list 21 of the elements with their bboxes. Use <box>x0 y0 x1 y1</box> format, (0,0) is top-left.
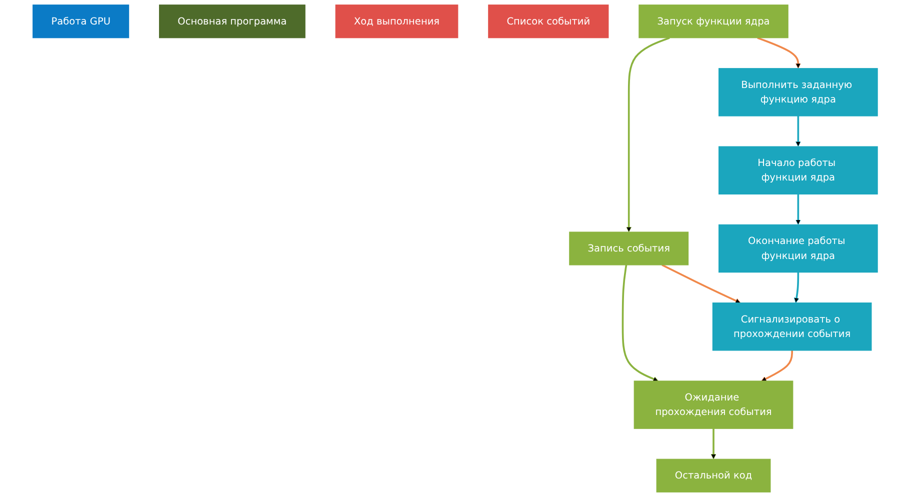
node-box: Список событий <box>488 4 610 38</box>
arrow <box>757 37 802 69</box>
arrow <box>662 264 741 304</box>
arrow <box>711 428 716 460</box>
node-box: Основная программа <box>159 4 306 38</box>
node-box: Сигнализировать о прохождении события <box>712 302 872 351</box>
node-box: Окончание работы функции ядра <box>718 224 878 273</box>
arrow <box>794 272 800 304</box>
arrow <box>796 116 802 147</box>
node-box: Запуск функции ядра <box>638 4 789 38</box>
node-box: Работа GPU <box>32 4 130 38</box>
arrow <box>622 264 659 382</box>
node-box: Ход выполнения <box>336 4 458 38</box>
node-box: Начало работы функции ядра <box>718 146 878 194</box>
node-box: Выполнить заданную функцию ядра <box>718 68 878 116</box>
arrow <box>626 37 670 232</box>
arrow <box>796 194 802 225</box>
node-box: Запись события <box>569 232 689 266</box>
node-box: Ожидание прохождения события <box>634 380 794 429</box>
arrow <box>761 350 794 382</box>
node-box: Остальной код <box>656 458 771 492</box>
